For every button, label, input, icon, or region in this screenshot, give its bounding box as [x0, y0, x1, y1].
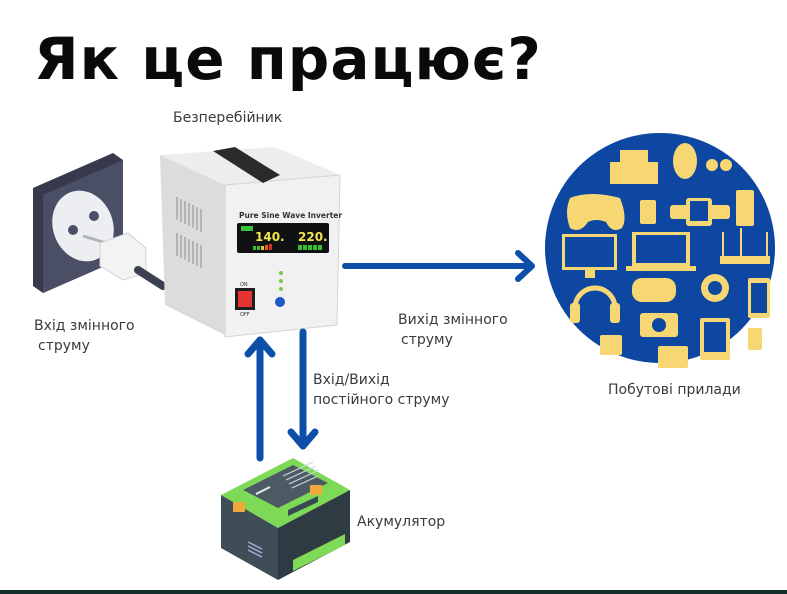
ac-output-label-line2: струму — [401, 332, 453, 348]
dc-charge-up-arrow — [244, 336, 276, 462]
headphones-icon — [572, 285, 618, 309]
battery-label: Акумулятор — [357, 514, 446, 530]
switch-off-label: OFF — [240, 312, 250, 318]
ac-output-label: Вихід змінного струму — [398, 310, 508, 350]
ups-label: Безперебійник — [173, 110, 283, 126]
ac-input-label-line2: струму — [38, 338, 90, 354]
router-icon — [720, 256, 770, 264]
ac-input-label-line1: Вхід змінного — [34, 318, 135, 334]
mouse-icon — [673, 143, 697, 179]
power-button — [275, 297, 285, 307]
appliances-circle-icon — [545, 133, 775, 368]
dc-io-label-line1: Вхід/Вихід — [313, 372, 390, 388]
ups-device-image: Pure Sine Wave Inverter 140. 220. ON OFF — [160, 147, 342, 338]
battery-icon — [221, 458, 350, 580]
dc-io-label: Вхід/Вихід постійного струму — [313, 370, 450, 410]
dc-discharge-down-arrow — [287, 328, 319, 450]
printer-icon — [620, 150, 648, 162]
wall-socket-icon — [33, 153, 167, 293]
output-voltage-display: 220. — [298, 230, 328, 244]
panel-title: Pure Sine Wave Inverter — [239, 211, 342, 220]
ac-input-label: Вхід змінного струму — [34, 316, 135, 356]
ac-output-label-line1: Вихід змінного — [398, 312, 508, 328]
page-title: Як це працює? — [34, 25, 542, 93]
phone-icon — [736, 190, 754, 226]
footer-bar — [0, 590, 787, 594]
ac-output-arrow — [342, 250, 535, 282]
input-voltage-display: 140. — [255, 230, 285, 244]
appliances-label: Побутові прилади — [608, 382, 741, 398]
gamepad-icon — [567, 194, 625, 230]
dc-io-label-line2: постійного струму — [313, 392, 450, 408]
switch-on-label: ON — [240, 282, 248, 288]
